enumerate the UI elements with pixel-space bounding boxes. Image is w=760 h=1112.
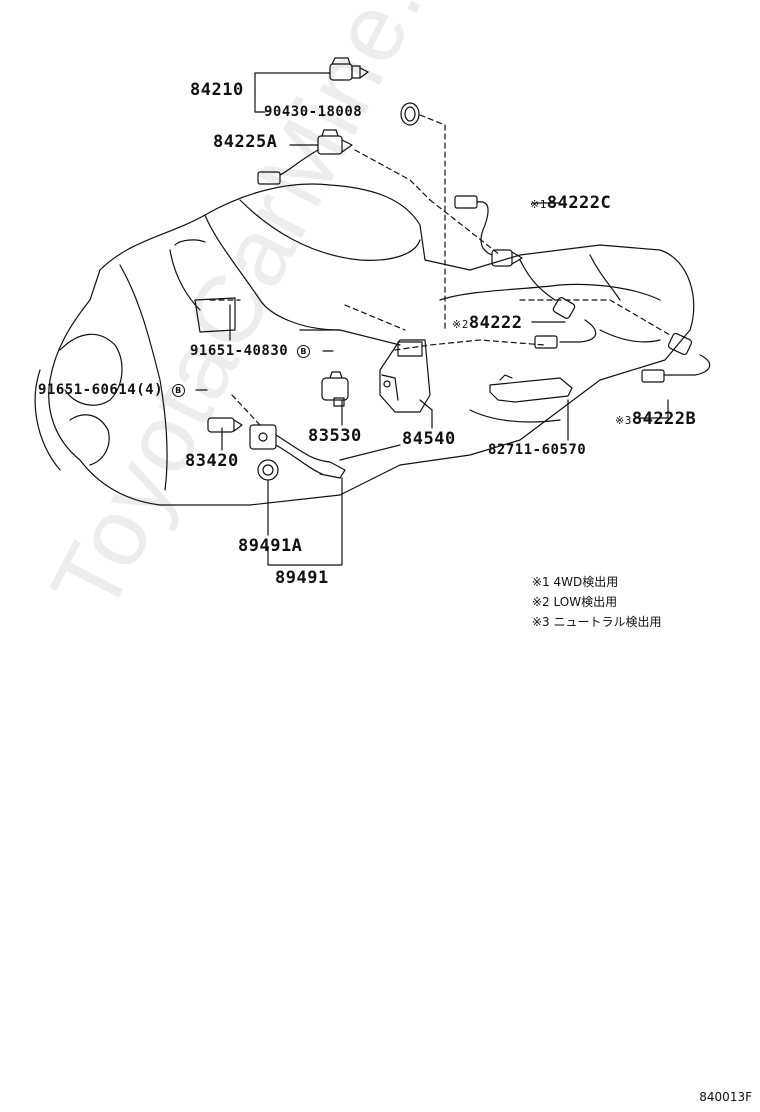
label-84222c-group: ※184222C [530, 193, 611, 213]
cable-89491 [249, 424, 346, 479]
label-84225a: 84225A [213, 132, 278, 152]
bracket-82711 [489, 374, 573, 403]
transmission-body [34, 183, 695, 506]
switch-84540 [379, 339, 431, 413]
gasket-89491a [257, 459, 279, 481]
sensor-84222b [641, 332, 711, 383]
note-3: ※3 ニュートラル検出用 [532, 613, 662, 630]
sensor-84222 [534, 297, 597, 349]
note-1-text: 4WD検出用 [553, 575, 619, 589]
label-84222b: 84222B [631, 409, 697, 429]
label-84222c: 84222C [546, 193, 612, 213]
label-84540: 84540 [402, 429, 456, 449]
sensor-84222c [454, 195, 523, 267]
label-84210: 84210 [190, 80, 244, 100]
note-1-mark: ※1 [532, 575, 550, 589]
label-83530: 83530 [308, 426, 362, 446]
label-91651-40830: 91651-40830 [190, 343, 289, 359]
note-2-text: LOW検出用 [553, 595, 618, 609]
label-84222: 84222 [468, 313, 523, 333]
label-89491: 89491 [275, 568, 329, 588]
label-83420: 83420 [185, 451, 239, 471]
note-3-text: ニュートラル検出用 [553, 615, 662, 629]
sensor-84225a [257, 129, 353, 185]
label-84222-group: ※284222 [452, 313, 523, 333]
note-1: ※1 4WD検出用 [532, 573, 618, 590]
note-3-mark: ※3 [532, 615, 550, 629]
label-91651-60614: 91651-60614(4) [38, 382, 164, 398]
note-2-mark: ※2 [532, 595, 550, 609]
switch-83530 [321, 371, 349, 407]
label-90430-18008: 90430-18008 [264, 104, 363, 120]
label-91651-40830-group: 91651-40830 B [190, 343, 311, 359]
note-2: ※2 LOW検出用 [532, 593, 617, 610]
note-mark-3: ※3 [615, 414, 632, 427]
dashed-lines [209, 114, 671, 426]
sensor-83420 [207, 417, 243, 433]
gasket-90430 [400, 102, 420, 126]
sensor-84210 [329, 57, 369, 81]
label-91651-60614-group: 91651-60614(4) B [38, 382, 185, 398]
note-mark-1: ※1 [530, 198, 547, 211]
bolt-marker-icon: B [297, 344, 311, 358]
note-mark-2: ※2 [452, 318, 469, 331]
label-84222b-group: ※384222B [615, 409, 696, 429]
label-89491a: 89491A [238, 536, 303, 556]
bolt-marker-icon: B [171, 383, 185, 397]
label-82711-60570: 82711-60570 [488, 442, 587, 458]
diagram-code: 840013F [699, 1090, 752, 1104]
